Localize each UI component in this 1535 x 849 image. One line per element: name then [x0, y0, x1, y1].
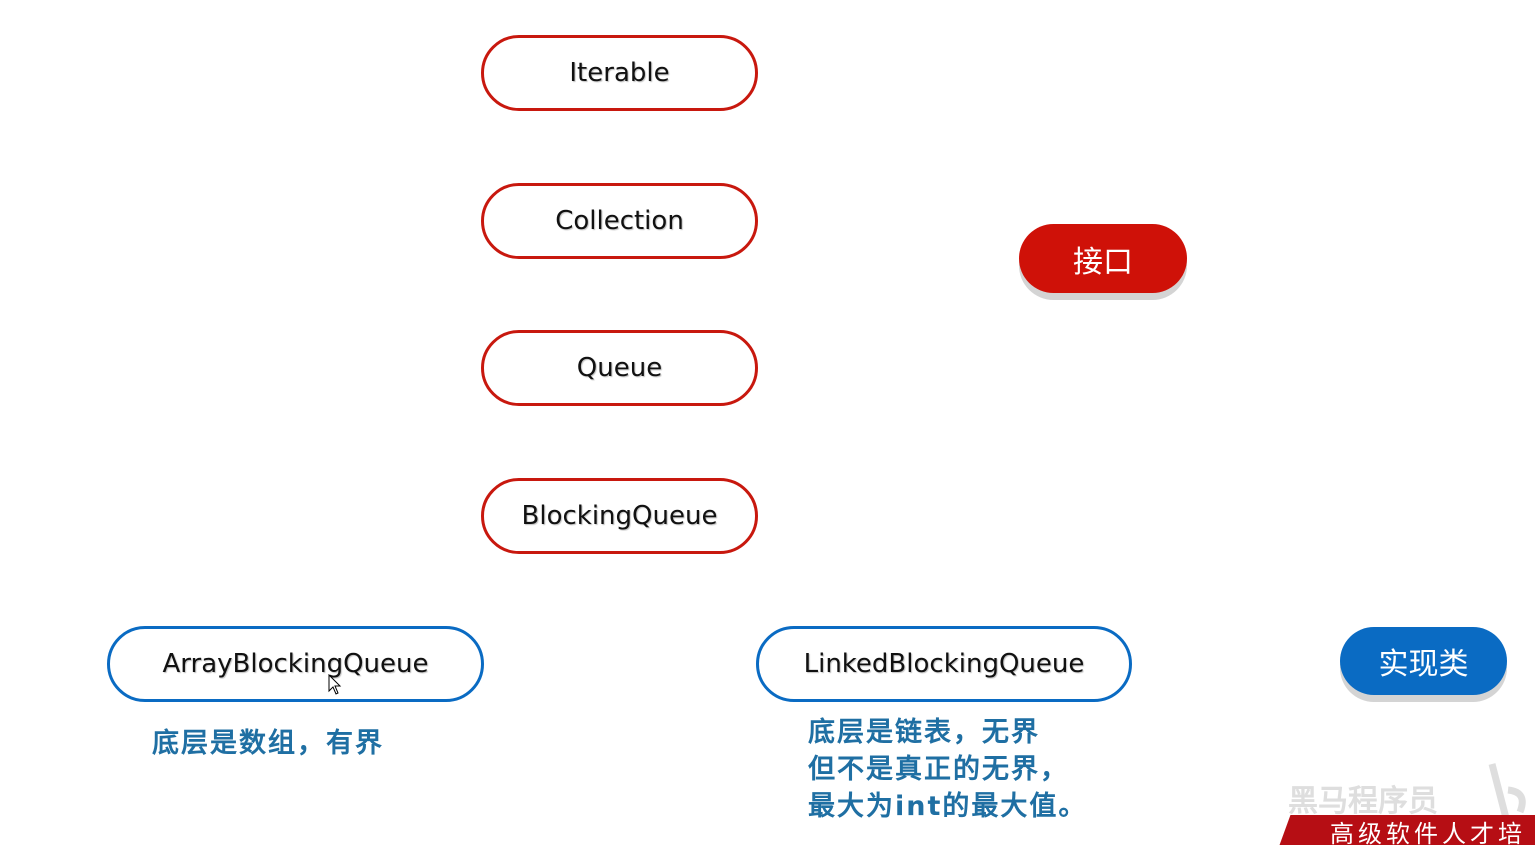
node-arrayblockingqueue: ArrayBlockingQueue — [107, 626, 484, 702]
note-line: 但不是真正的无界， — [808, 754, 1069, 785]
note-text: 底层是数组，有界 — [152, 728, 384, 759]
node-blockingqueue: BlockingQueue — [481, 478, 758, 554]
node-label: ArrayBlockingQueue — [162, 649, 429, 679]
node-label: Queue — [576, 353, 663, 383]
legend-impl-badge: 实现类 — [1340, 627, 1507, 695]
node-queue: Queue — [481, 330, 758, 406]
legend-impl-label: 实现类 — [1378, 647, 1469, 682]
note-linkedblockingqueue: 底层是链表，无界 但不是真正的无界， 最大为int的最大值。 — [808, 714, 1087, 825]
watermark-text: 黑马程序员 — [1288, 784, 1438, 819]
watermark-logo-icon — [1488, 763, 1526, 819]
note-line: 底层是链表，无界 — [808, 717, 1040, 748]
node-label: Collection — [555, 206, 684, 236]
note-arrayblockingqueue: 底层是数组，有界 — [152, 725, 384, 762]
legend-interface-label: 接口 — [1073, 244, 1133, 280]
legend-interface-badge: 接口 — [1019, 224, 1187, 293]
node-iterable: Iterable — [481, 35, 758, 111]
watermark-banner-text: 高级软件人才培 — [1330, 820, 1526, 848]
note-line: 最大为int的最大值。 — [808, 791, 1088, 822]
node-label: LinkedBlockingQueue — [803, 649, 1085, 679]
node-label: Iterable — [569, 58, 670, 88]
mouse-cursor-icon — [328, 674, 342, 695]
node-linkedblockingqueue: LinkedBlockingQueue — [756, 626, 1132, 702]
node-label: BlockingQueue — [521, 501, 718, 531]
node-collection: Collection — [481, 183, 758, 259]
